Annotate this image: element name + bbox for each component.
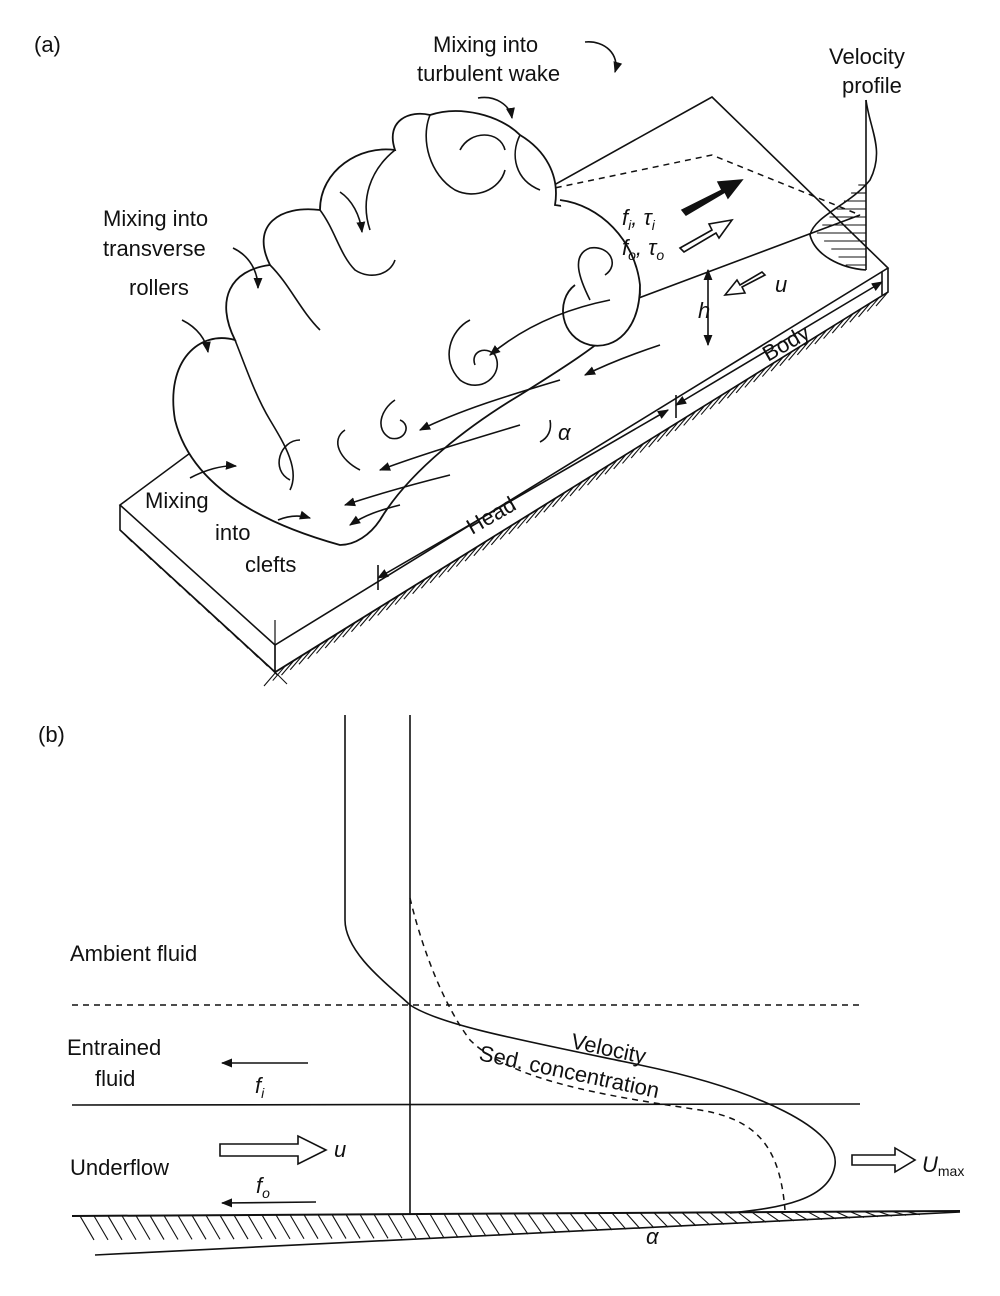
label-underflow: Underflow bbox=[70, 1155, 169, 1180]
umax-arrow: Umax bbox=[851, 1146, 964, 1179]
svg-text:u: u bbox=[775, 272, 787, 297]
velocity-curve bbox=[344, 715, 836, 1214]
panel-a-tag: (a) bbox=[34, 32, 61, 57]
svg-text:fi: fi bbox=[255, 1073, 265, 1101]
label-entrained-fluid: Entrained fluid bbox=[67, 1035, 161, 1091]
panel-b: (b) Ambient fluid Entrained fluid Underf… bbox=[38, 715, 964, 1256]
slab-corner-hatching bbox=[119, 529, 288, 685]
fi-taui-arrow bbox=[680, 179, 744, 216]
svg-text:h: h bbox=[698, 298, 710, 323]
panel-b-tag: (b) bbox=[38, 722, 65, 747]
svg-text:fi, τi: fi, τi bbox=[622, 205, 656, 233]
svg-text:Entrained: Entrained bbox=[67, 1035, 161, 1060]
svg-text:Mixing into: Mixing into bbox=[433, 32, 538, 57]
svg-text:profile: profile bbox=[842, 73, 902, 98]
svg-text:fo: fo bbox=[256, 1173, 270, 1201]
svg-text:turbulent wake: turbulent wake bbox=[417, 61, 560, 86]
svg-text:fluid: fluid bbox=[95, 1066, 135, 1091]
label-mix-rollers: Mixing into transverse rollers bbox=[103, 206, 208, 300]
svg-text:Velocity: Velocity bbox=[829, 44, 905, 69]
svg-text:Mixing into: Mixing into bbox=[103, 206, 208, 231]
h-dimension: h bbox=[698, 268, 713, 347]
panel-a: (a) bbox=[34, 32, 905, 687]
flow-layer-edge bbox=[619, 214, 861, 306]
velocity-profile-sketch bbox=[809, 99, 878, 271]
svg-text:clefts: clefts bbox=[245, 552, 296, 577]
u-arrow-b: u bbox=[219, 1134, 346, 1166]
svg-text:into: into bbox=[215, 520, 250, 545]
svg-text:transverse: transverse bbox=[103, 236, 206, 261]
alpha-label-b: α bbox=[646, 1224, 660, 1249]
label-ambient-fluid: Ambient fluid bbox=[70, 941, 197, 966]
label-mix-clefts: Mixing into clefts bbox=[145, 488, 296, 577]
flow-boundary-dashed bbox=[544, 154, 861, 216]
ground-hatching bbox=[79, 1210, 921, 1241]
fo-tauo-label: fo, τo bbox=[622, 235, 664, 263]
label-mix-wake: Mixing into turbulent wake bbox=[417, 32, 560, 86]
mixing-arrows bbox=[181, 41, 623, 521]
alpha-label-a: α bbox=[539, 419, 572, 445]
u-arrow: u bbox=[723, 270, 787, 297]
svg-text:Head: Head bbox=[462, 491, 520, 539]
sed-concentration-curve bbox=[409, 897, 786, 1211]
svg-text:Umax: Umax bbox=[922, 1152, 964, 1179]
fo-arrow-b: fo bbox=[220, 1173, 317, 1208]
svg-text:Mixing: Mixing bbox=[145, 488, 209, 513]
ground-line bbox=[71, 1210, 961, 1217]
fi-arrow-b: fi bbox=[220, 1058, 308, 1101]
svg-text:α: α bbox=[558, 420, 572, 445]
label-velocity-profile: Velocity profile bbox=[829, 44, 905, 98]
svg-text:rollers: rollers bbox=[129, 275, 189, 300]
fi-taui-label: fi, τi bbox=[622, 205, 656, 233]
svg-text:fo, τo: fo, τo bbox=[622, 235, 664, 263]
underflow-boundary-line bbox=[71, 1103, 861, 1106]
svg-text:u: u bbox=[334, 1137, 346, 1162]
fo-tauo-arrow bbox=[678, 218, 734, 254]
